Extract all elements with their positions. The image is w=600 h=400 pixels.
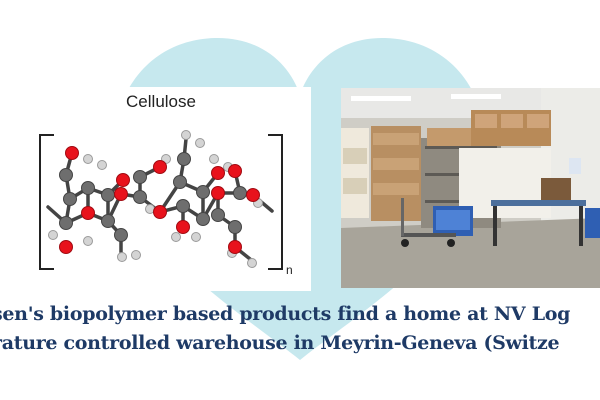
- caption-line-1: sen's biopolymer based products find a h…: [0, 303, 571, 325]
- warehouse-photo: [341, 88, 600, 288]
- caption: sen's biopolymer based products find a h…: [0, 303, 600, 393]
- warehouse-scene-illustration: [341, 88, 600, 288]
- polymer-subscript: n: [286, 263, 293, 277]
- cellulose-molecule-diagram: n: [39, 130, 293, 277]
- caption-line-2: rature controlled warehouse in Meyrin-Ge…: [0, 332, 560, 354]
- cellulose-title: Cellulose: [126, 92, 196, 111]
- cellulose-panel: Cellulose n: [0, 87, 311, 291]
